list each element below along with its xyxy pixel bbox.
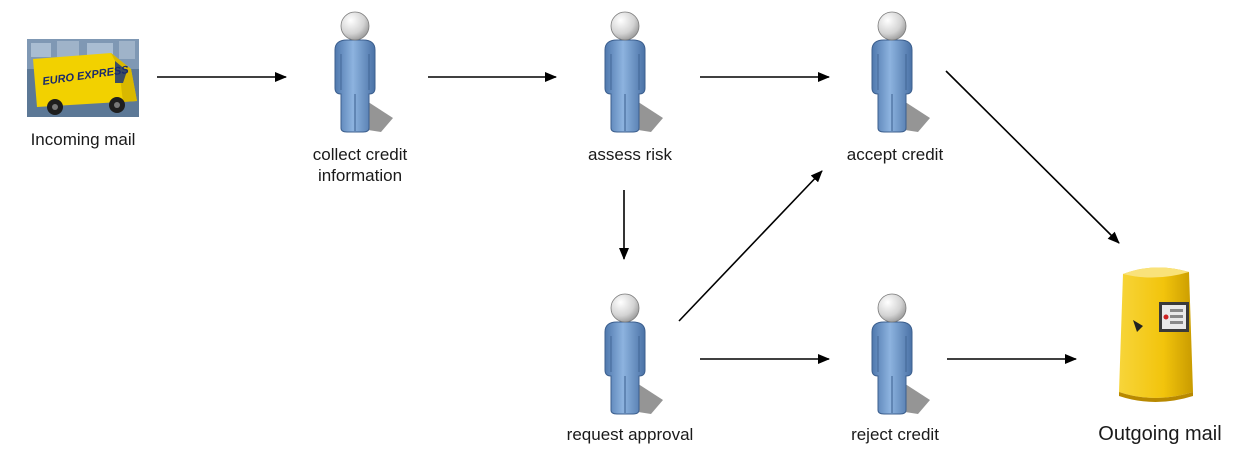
person-icon bbox=[871, 11, 931, 133]
node-collect-credit[interactable]: collect credit information bbox=[290, 10, 430, 195]
node-accept-credit[interactable]: accept credit bbox=[825, 10, 965, 175]
edge-accept-to-outgoing bbox=[945, 70, 1120, 244]
mailbox-icon bbox=[1119, 267, 1193, 402]
collect-credit-label: collect credit information bbox=[312, 145, 408, 185]
node-reject-credit[interactable]: reject credit bbox=[825, 292, 965, 449]
request-approval-label: request approval bbox=[566, 425, 694, 444]
node-outgoing-mail[interactable]: Outgoing mail bbox=[1085, 262, 1243, 449]
node-assess-risk[interactable]: assess risk bbox=[560, 10, 700, 175]
person-icon bbox=[871, 293, 931, 415]
incoming-mail-label: Incoming mail bbox=[30, 130, 136, 149]
reject-credit-label: reject credit bbox=[851, 425, 939, 444]
delivery-truck-icon: EURO EXPRESS bbox=[27, 39, 139, 117]
assess-risk-label: assess risk bbox=[587, 145, 673, 164]
outgoing-mail-label: Outgoing mail bbox=[1098, 423, 1222, 445]
accept-credit-label: accept credit bbox=[846, 145, 944, 164]
person-icon bbox=[334, 11, 394, 133]
person-icon bbox=[604, 11, 664, 133]
node-incoming-mail[interactable]: EURO EXPRESS Incoming mail bbox=[0, 30, 170, 160]
node-request-approval[interactable]: request approval bbox=[560, 292, 700, 449]
edge-request-to-accept bbox=[678, 170, 823, 322]
person-icon bbox=[604, 293, 664, 415]
